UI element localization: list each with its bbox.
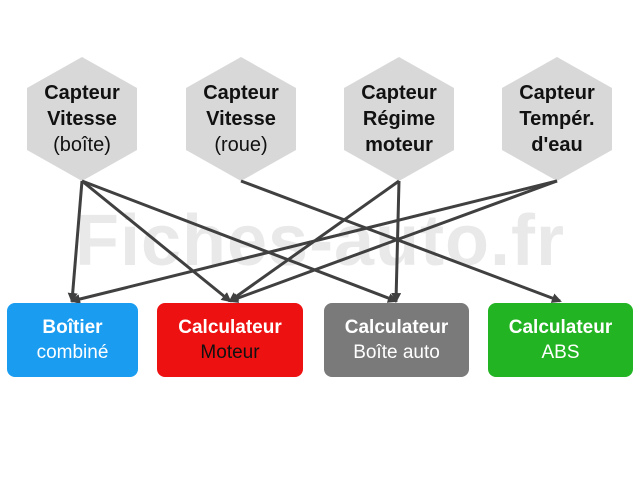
unit-calculateur-boite-auto: Calculateur Boîte auto	[324, 303, 469, 377]
unit-boitier-combine: Boîtier combiné	[7, 303, 138, 377]
unit-title: Calculateur	[344, 317, 449, 338]
arrow-vitesse-roue-to-calculateur-abs	[240, 179, 562, 303]
unit-calculateur-moteur: Calculateur Moteur	[157, 303, 303, 377]
unit-subtitle: ABS	[541, 342, 580, 363]
unit-calculateur-abs: Calculateur ABS	[488, 303, 633, 377]
sensor-line1: Capteur	[44, 82, 120, 104]
sensor-line2: Vitesse	[47, 108, 117, 130]
sensor-line1: Capteur	[203, 82, 279, 104]
unit-subtitle: Boîte auto	[353, 342, 440, 363]
sensor-line2: Régime	[362, 108, 436, 130]
sensor-line2: Tempér.	[519, 108, 595, 130]
arrow-vitesse-boite-to-calculateur-boite-auto	[81, 179, 398, 303]
sensor-line1: Capteur	[361, 82, 437, 104]
unit-title: Boîtier	[42, 317, 103, 338]
sensor-line2: Vitesse	[206, 108, 276, 130]
hexagon-temperature-eau	[502, 57, 612, 181]
sensor-line1: Capteur	[519, 82, 595, 104]
sensor-vitesse-roue: Capteur Vitesse (roue)	[186, 80, 296, 158]
sensor-regime-moteur: Capteur Régime moteur	[344, 80, 454, 158]
sensor-line3: (boîte)	[53, 134, 111, 156]
arrow-vitesse-boite-to-boitier-combine	[67, 180, 84, 303]
sensor-line3: moteur	[365, 134, 433, 156]
hexagon-vitesse-roue	[186, 57, 296, 181]
sensor-line3: d'eau	[531, 134, 583, 156]
sensor-vitesse-boite: Capteur Vitesse (boîte)	[27, 80, 137, 158]
arrow-vitesse-boite-to-calculateur-moteur	[81, 179, 232, 303]
unit-title: Calculateur	[178, 317, 282, 338]
unit-subtitle: Moteur	[200, 342, 260, 363]
sensor-temperature-eau: Capteur Tempér. d'eau	[502, 80, 612, 158]
sensor-line3: (roue)	[214, 134, 268, 156]
unit-subtitle: combiné	[36, 342, 109, 363]
arrow-temperature-eau-to-boitier-combine	[70, 179, 558, 304]
arrow-temperature-eau-to-calculateur-moteur	[228, 179, 558, 303]
hexagon-vitesse-boite	[27, 57, 137, 181]
hexagon-regime-moteur	[344, 57, 454, 181]
unit-title: Calculateur	[508, 317, 613, 338]
